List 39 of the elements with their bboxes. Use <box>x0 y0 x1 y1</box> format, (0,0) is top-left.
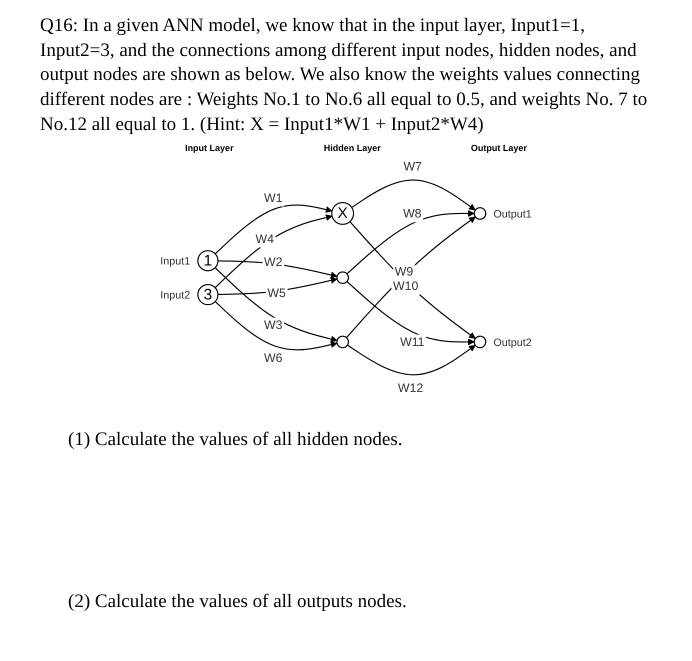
arrow <box>218 278 338 296</box>
node-caption: Input2 <box>160 290 190 302</box>
edge-label: W12 <box>398 382 424 396</box>
node-caption: Output1 <box>493 208 532 221</box>
layer-heading: Input Layer <box>185 143 234 154</box>
node-circle <box>336 336 349 349</box>
edge-label: W5 <box>267 286 286 300</box>
node-circle: 3 <box>197 284 219 306</box>
arrow <box>351 180 476 211</box>
question-item: (1) Calculate the values of all hidden nodes. <box>68 429 404 452</box>
edge-label: W3 <box>264 318 282 333</box>
node-circle <box>474 336 486 349</box>
edge-label: W2 <box>264 256 282 270</box>
node-circle <box>336 272 349 284</box>
layer-heading: Output Layer <box>470 143 527 154</box>
arrow <box>347 345 476 376</box>
edge-label: W9 <box>394 264 414 279</box>
node-circle: 1 <box>197 250 219 272</box>
edge-label: W1 <box>264 191 282 206</box>
arrow <box>346 210 475 275</box>
edge-label: W10 <box>393 280 418 294</box>
question-text: Q16: In a given ANN model, we know that in the input layer, Input1=1, Input2=3, and the connections among different input nodes, hidden nodes, and output nodes are shown as below. We also know the weights values connecting different nodes are : Weights No.1 to No.6 all equal to 0.5, and weights No. 7 to No.12 all equal to 1. (Hint: X = Input1*W1 + Input2*W4) <box>40 14 648 137</box>
edge-label: W8 <box>403 207 422 222</box>
layer-heading: Hidden Layer <box>324 143 381 154</box>
arrow <box>346 282 475 346</box>
edge-label: W6 <box>264 351 282 366</box>
node-caption: Input1 <box>160 256 190 268</box>
edge-label: W7 <box>403 160 422 174</box>
arrow <box>214 302 338 351</box>
arrow <box>214 204 332 255</box>
edge-label: W4 <box>255 232 274 246</box>
node-circle <box>474 208 486 220</box>
node-circle: X <box>331 202 354 226</box>
arrow <box>218 260 338 279</box>
arrow <box>214 268 338 343</box>
node-caption: Output2 <box>493 337 532 350</box>
question-item: (2) Calculate the values of all outputs nodes. <box>68 591 408 614</box>
arrow <box>214 214 332 289</box>
edge-label: W11 <box>400 336 424 350</box>
